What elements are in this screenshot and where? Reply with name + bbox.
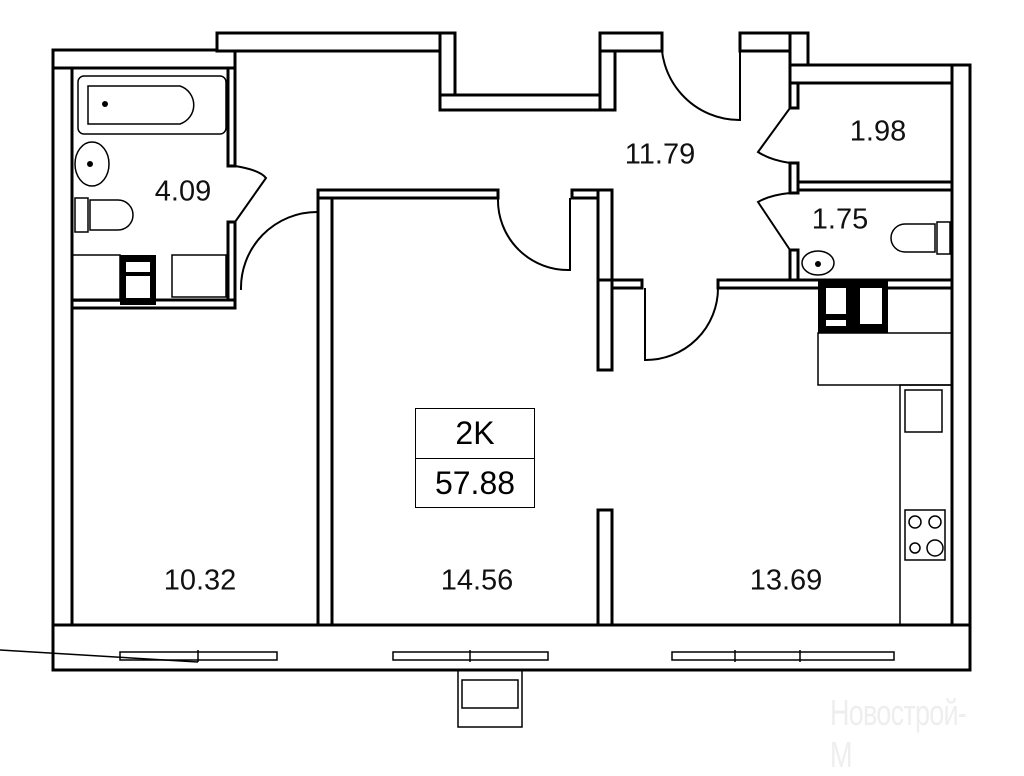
apartment-type: 2K: [416, 409, 534, 459]
windows: [0, 649, 895, 663]
room-area-bedroom-left: 10.32: [163, 564, 237, 597]
toilet: [74, 197, 134, 233]
apartment-total-area: 57.88: [434, 465, 516, 501]
room-area-storage: 1.98: [849, 115, 907, 148]
sink: [74, 141, 110, 187]
balcony: [457, 669, 523, 728]
watermark: Новострой-М: [830, 692, 967, 775]
room-area-wc: 1.75: [811, 203, 869, 236]
room-area-kitchen-living: 13.69: [749, 564, 823, 597]
washing-machine: [71, 254, 227, 305]
room-area-hall: 11.79: [624, 138, 696, 171]
doors: [234, 32, 791, 362]
room-area-bedroom-middle: 14.56: [440, 564, 514, 597]
bathtub: [77, 75, 227, 135]
wc-toilet: [890, 221, 951, 255]
kitchen-fixtures: [817, 280, 953, 626]
apartment-summary-box: 2K 57.88: [415, 408, 535, 508]
interior-walls: [70, 66, 954, 627]
room-area-bathroom: 4.09: [154, 175, 212, 208]
wc-sink: [801, 250, 835, 276]
